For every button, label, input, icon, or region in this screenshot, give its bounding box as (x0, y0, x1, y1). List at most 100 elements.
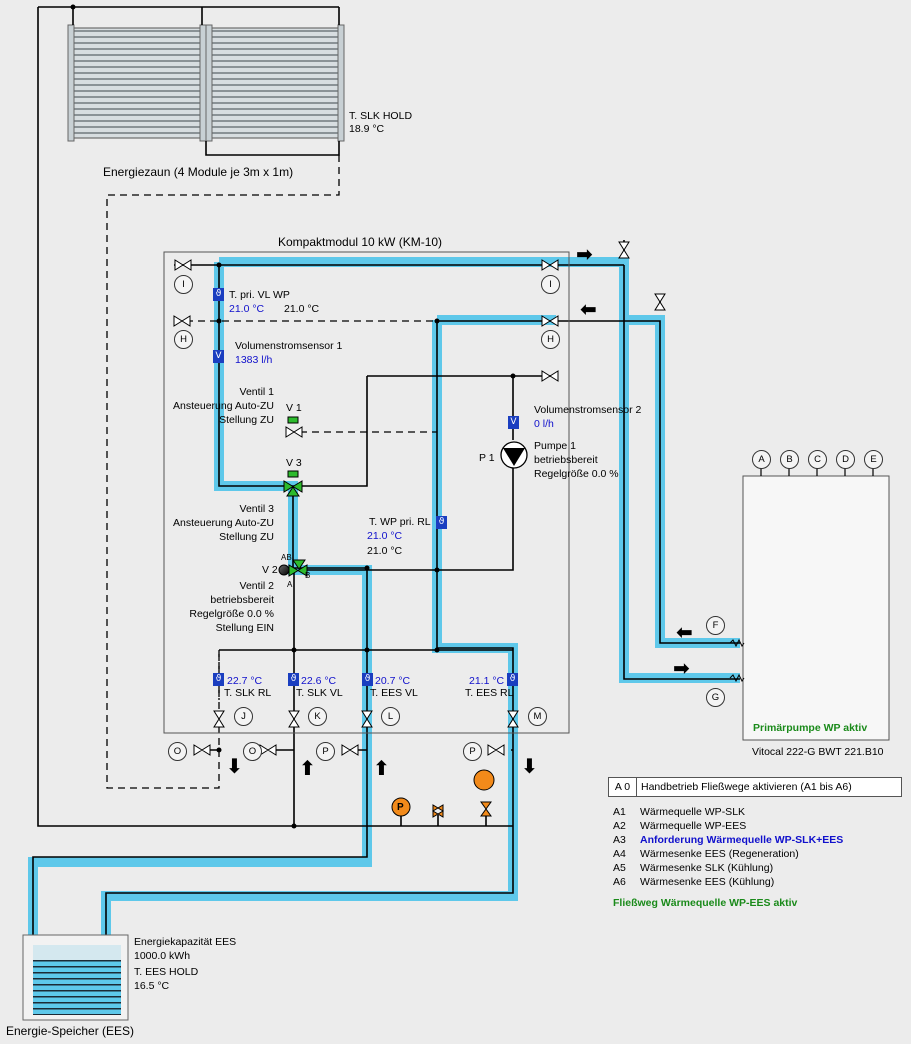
legend-item-label[interactable]: Wärmesenke SLK (Kühlung) (640, 862, 774, 874)
slk-vl-label: T. SLK VL (296, 687, 343, 699)
legend-item-code[interactable]: A4 (613, 848, 626, 860)
module-title: Kompaktmodul 10 kW (KM-10) (278, 235, 443, 249)
valve2-title: Ventil 2 (239, 580, 274, 592)
valve2-status: betriebsbereit (210, 594, 274, 606)
pump-1-symbol[interactable] (500, 441, 528, 469)
connector-j[interactable]: J (234, 707, 253, 726)
valve3-tag: V 3 (286, 457, 302, 469)
ees-rl-label: T. EES RL (465, 687, 514, 699)
connector-l[interactable]: L (381, 707, 400, 726)
heat-pump-model: Vitocal 222-G BWT 221.B10 (752, 746, 884, 758)
arrow-up-icon: ⬆ (373, 756, 390, 780)
valve2-position: Stellung EIN (215, 622, 274, 634)
connector-b[interactable]: B (780, 450, 799, 469)
rl-wp-label: T. WP pri. RL (369, 516, 431, 528)
storage-temp-label: T. EES HOLD (134, 966, 199, 978)
storage-capacity-label: Energiekapazität EES (134, 936, 237, 948)
connector-p-2[interactable]: P (463, 742, 482, 761)
collector-fence (67, 24, 345, 142)
valve1-control: Ansteuerung Auto-ZU (173, 400, 274, 412)
arrow-left-icon: ⬅ (580, 297, 597, 321)
arrow-up-icon: ⬆ (299, 756, 316, 780)
connector-k[interactable]: K (308, 707, 327, 726)
pump1-tag: P 1 (479, 452, 495, 464)
pump1-control: Regelgröße 0.0 % (534, 468, 619, 480)
flow1-label: Volumenstromsensor 1 (235, 340, 343, 352)
legend-item-code[interactable]: A2 (613, 820, 626, 832)
energy-storage-tank (22, 934, 129, 1021)
pump1-status: betriebsbereit (534, 454, 598, 466)
heat-pump-status: Primärpumpe WP aktiv (753, 722, 868, 734)
vl-wp-value-set: 21.0 °C (284, 303, 320, 315)
arrow-down-icon: ⬇ (226, 754, 243, 778)
legend-item-code[interactable]: A3 (613, 834, 626, 846)
legend-item-label[interactable]: Anforderung Wärmequelle WP-SLK+EES (640, 834, 844, 846)
ees-vl-label: T. EES VL (370, 687, 418, 699)
ees-vl-value: 20.7 °C (375, 675, 411, 687)
compact-module-frame (163, 251, 570, 734)
connector-c[interactable]: C (808, 450, 827, 469)
connector-o-2[interactable]: O (243, 742, 262, 761)
safety-devices[interactable] (391, 769, 495, 818)
slk-rl-label: T. SLK RL (224, 687, 272, 699)
legend-item-code[interactable]: A1 (613, 806, 626, 818)
flow1-value: 1383 l/h (235, 354, 273, 366)
manual-mode-code: A 0 (609, 778, 637, 796)
valve-symbols[interactable] (173, 241, 666, 756)
connector-a[interactable]: A (752, 450, 771, 469)
connector-f[interactable]: F (706, 616, 725, 635)
pipework (32, 6, 740, 1005)
connector-h-left[interactable]: H (174, 330, 193, 349)
valve2-port-a: A (287, 580, 293, 589)
legend-item-label[interactable]: Wärmequelle WP-EES (640, 820, 747, 832)
legend-item-code[interactable]: A5 (613, 862, 626, 874)
valve2-port-ab: AB (281, 553, 292, 562)
legend-item-code[interactable]: A6 (613, 876, 626, 888)
valve2-tag: V 2 (262, 564, 278, 576)
legend-item-label[interactable]: Wärmesenke EES (Kühlung) (640, 876, 775, 888)
arrow-down-icon: ⬇ (521, 754, 538, 778)
pump1-title: Pumpe 1 (534, 440, 577, 452)
temp-sensor-slk-rl[interactable]: ϑ (213, 673, 224, 686)
flow-sensor-2[interactable]: V (508, 416, 519, 429)
pipe-junctions (70, 4, 516, 829)
temp-sensor-slk-vl[interactable]: ϑ (288, 673, 299, 686)
arrow-left-icon: ⬅ (676, 620, 693, 644)
connector-i-left[interactable]: I (174, 275, 193, 294)
temp-sensor-ees-rl[interactable]: ϑ (507, 673, 518, 686)
connector-d[interactable]: D (836, 450, 855, 469)
manual-mode-control[interactable]: A 0 Handbetrieb Fließwege aktivieren (A1… (608, 777, 902, 797)
valve2-control: Regelgröße 0.0 % (189, 608, 274, 620)
vl-wp-label: T. pri. VL WP (229, 289, 290, 301)
rl-wp-value: 21.0 °C (367, 530, 403, 542)
legend-item-label[interactable]: Wärmesenke EES (Regeneration) (640, 848, 799, 860)
connector-m[interactable]: M (528, 707, 547, 726)
valve1-position: Stellung ZU (219, 414, 274, 426)
valve2-port-b: B (305, 571, 311, 580)
three-way-valves[interactable] (278, 416, 308, 577)
temp-sensor-rl-wp[interactable]: ϑ (436, 516, 447, 529)
slk-hold-temp-value: 18.9 °C (349, 123, 385, 135)
flow-sensor-1[interactable]: V (213, 350, 224, 363)
heat-pump-unit[interactable] (729, 468, 890, 741)
connector-g[interactable]: G (706, 688, 725, 707)
connector-e[interactable]: E (864, 450, 883, 469)
collector-title: Energiezaun (4 Module je 3m x 1m) (103, 165, 294, 179)
storage-temp-value: 16.5 °C (134, 980, 170, 992)
connector-o-1[interactable]: O (168, 742, 187, 761)
ees-rl-value: 21.1 °C (469, 675, 505, 687)
rl-wp-value-set: 21.0 °C (367, 545, 403, 557)
temp-sensor-vl-wp[interactable]: ϑ (213, 288, 224, 301)
connector-i-right[interactable]: I (541, 275, 560, 294)
connector-h-right[interactable]: H (541, 330, 560, 349)
slk-hold-temp-label: T. SLK HOLD (349, 110, 413, 122)
manual-mode-label: Handbetrieb Fließwege aktivieren (A1 bis… (641, 781, 852, 793)
connector-p-1[interactable]: P (316, 742, 335, 761)
slk-rl-value: 22.7 °C (227, 675, 263, 687)
slk-vl-value: 22.6 °C (301, 675, 337, 687)
temp-sensor-ees-vl[interactable]: ϑ (362, 673, 373, 686)
legend-item-label[interactable]: Wärmequelle WP-SLK (640, 806, 746, 818)
flow2-label: Volumenstromsensor 2 (534, 404, 642, 416)
